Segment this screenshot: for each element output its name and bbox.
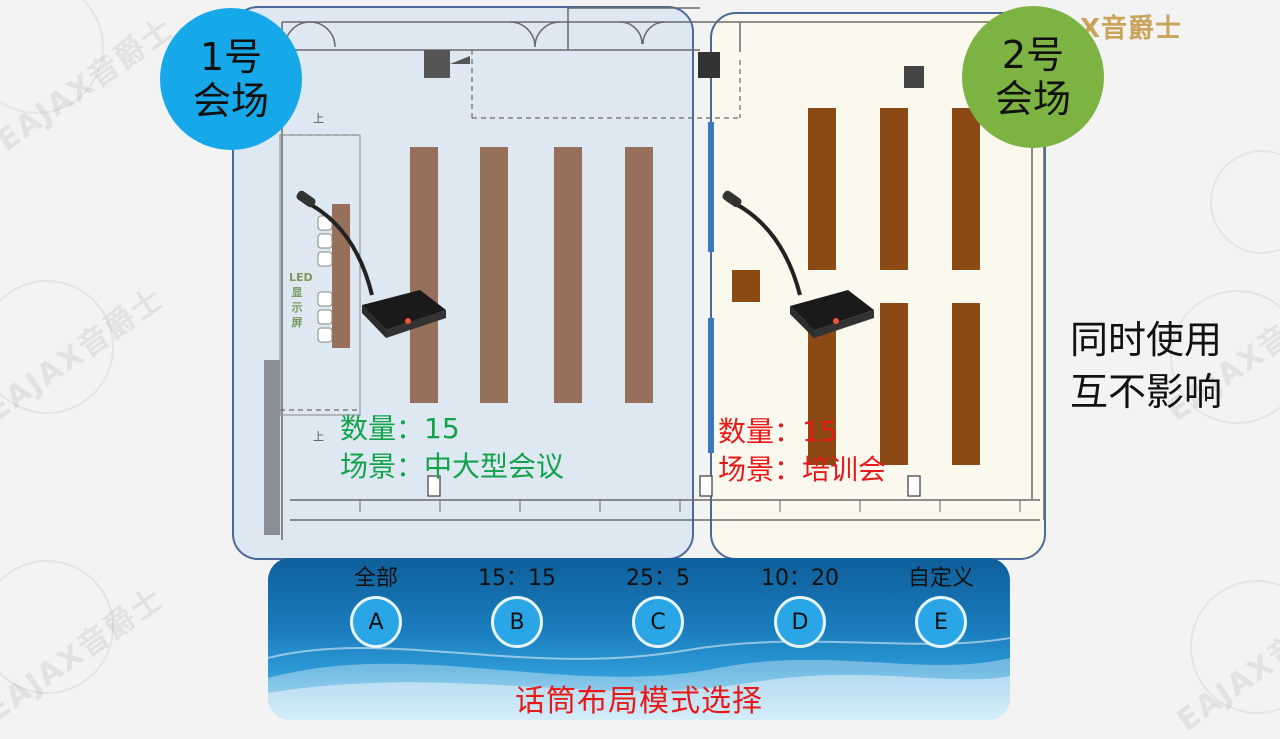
wave-decoration	[268, 637, 1010, 720]
mode-all: 全部 A	[316, 564, 436, 648]
room-1-name-line2: 会场	[192, 79, 269, 123]
room-1-name-line1: 1号	[199, 35, 263, 79]
room-2-count: 数量：15	[718, 415, 838, 448]
room-2-scene: 场景：培训会	[718, 453, 887, 486]
mode-label: 25：5	[626, 566, 690, 591]
room-1-count: 数量：15	[340, 412, 460, 445]
mode-b-button[interactable]: B	[491, 596, 543, 648]
mode-15-15: 15：15 B	[457, 564, 577, 648]
room-2-name-line1: 2号	[1001, 33, 1065, 77]
mode-d-button[interactable]: D	[774, 596, 826, 648]
mode-label: 全部	[353, 566, 398, 591]
room-2-badge: 2号 会场	[962, 6, 1104, 148]
room-2-name-line2: 会场	[994, 77, 1071, 121]
mode-e-button[interactable]: E	[915, 596, 967, 648]
up-label: 上	[313, 430, 324, 443]
side-note: 同时使用 互不影响	[1070, 314, 1222, 418]
up-label: 上	[313, 112, 324, 125]
mode-selection-panel: 全部 A 15：15 B 25：5 C 10：20 D 自定义 E 话筒布局模式…	[268, 558, 1010, 720]
mode-10-20: 10：20 D	[740, 564, 860, 648]
room-2-stats: 数量：15 场景：培训会	[718, 413, 886, 489]
mode-label: 10：20	[761, 566, 839, 591]
mode-label: 15：15	[478, 566, 556, 591]
mode-custom: 自定义 E	[881, 564, 1001, 648]
side-note-line1: 同时使用	[1070, 318, 1223, 362]
brand-logo: X音爵士	[1080, 14, 1183, 44]
panel-title: 话筒布局模式选择	[515, 684, 763, 719]
mode-a-button[interactable]: A	[350, 596, 402, 648]
mode-label: 自定义	[907, 566, 974, 591]
room-1-scene: 场景：中大型会议	[340, 450, 565, 483]
room-1-badge: 1号 会场	[160, 8, 302, 150]
led-label: LED 显 示 屏	[289, 271, 313, 329]
room-1-stats: 数量：15 场景：中大型会议	[340, 410, 564, 486]
mode-25-5: 25：5 C	[598, 564, 718, 648]
mode-c-button[interactable]: C	[632, 596, 684, 648]
side-note-line2: 互不影响	[1070, 370, 1223, 414]
